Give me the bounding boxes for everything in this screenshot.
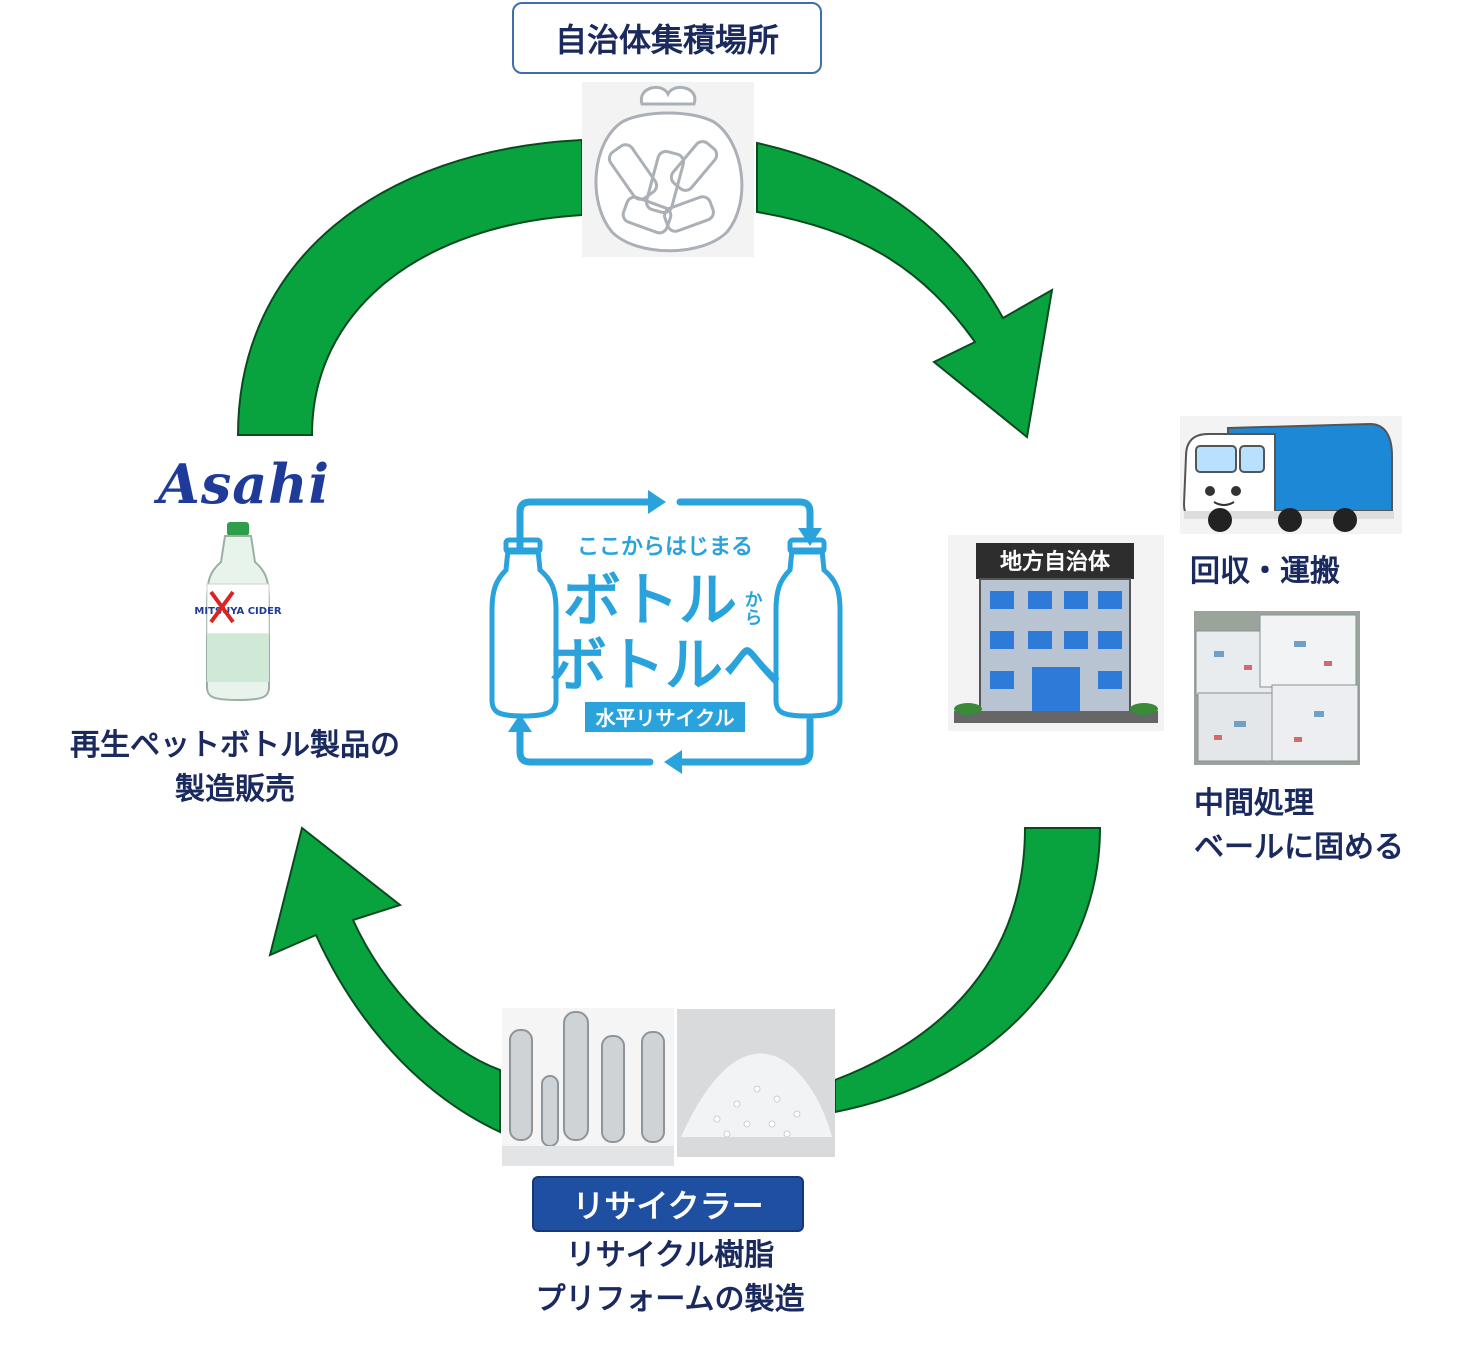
processing-caption-line2: ベールに固める xyxy=(1194,829,1404,865)
logo-line2: ボトルへ xyxy=(549,631,781,699)
resin-pellets-photo xyxy=(677,1009,835,1157)
logo-top-text: ここからはじまる xyxy=(577,535,753,560)
municipal-building-icon: 地方自治体 xyxy=(948,535,1164,731)
preforms-photo xyxy=(502,1008,674,1166)
arrow-bottom-to-left xyxy=(268,826,501,1134)
intermediate-processing-caption: 中間処理 ベールに固める xyxy=(1194,782,1404,869)
bottom-caption-line1: リサイクル樹脂 xyxy=(565,1238,775,1273)
bottle-to-bottle-logo: ここからはじまる ボトル から ボトルへ 水平リサイクル xyxy=(489,490,843,774)
logo-kara: から xyxy=(742,590,763,626)
cider-bottle-icon: MITSUYA CIDER xyxy=(194,522,282,702)
garbage-truck-icon xyxy=(1180,416,1402,534)
arrow-top-to-right xyxy=(756,141,1054,439)
building-sign-text: 地方自治体 xyxy=(1000,549,1111,575)
logo-line1: ボトル xyxy=(563,566,737,634)
left-caption-line1: 再生ペットボトル製品の xyxy=(70,728,400,763)
bottom-caption-line2: プリフォームの製造 xyxy=(535,1281,805,1317)
logo-bottom-text: 水平リサイクル xyxy=(596,706,735,730)
garbage-bag-icon xyxy=(582,82,754,257)
plastic-bales-photo xyxy=(1194,611,1360,765)
asahi-logo: Asahi xyxy=(158,452,331,516)
arrow-left-to-top xyxy=(236,138,583,436)
arrow-right-to-bottom xyxy=(834,827,1102,1114)
collect-transport-caption: 回収・運搬 xyxy=(1190,554,1340,589)
left-caption: 再生ペットボトル製品の 製造販売 xyxy=(20,724,450,811)
bottom-caption: リサイクル樹脂 プリフォームの製造 xyxy=(470,1234,870,1321)
recycler-label: リサイクラー xyxy=(532,1176,804,1232)
left-caption-line2: 製造販売 xyxy=(175,771,295,807)
bottle-label-text: MITSUYA CIDER xyxy=(194,606,282,617)
processing-caption-line1: 中間処理 xyxy=(1194,786,1314,821)
collection-point-label: 自治体集積場所 xyxy=(512,2,822,74)
